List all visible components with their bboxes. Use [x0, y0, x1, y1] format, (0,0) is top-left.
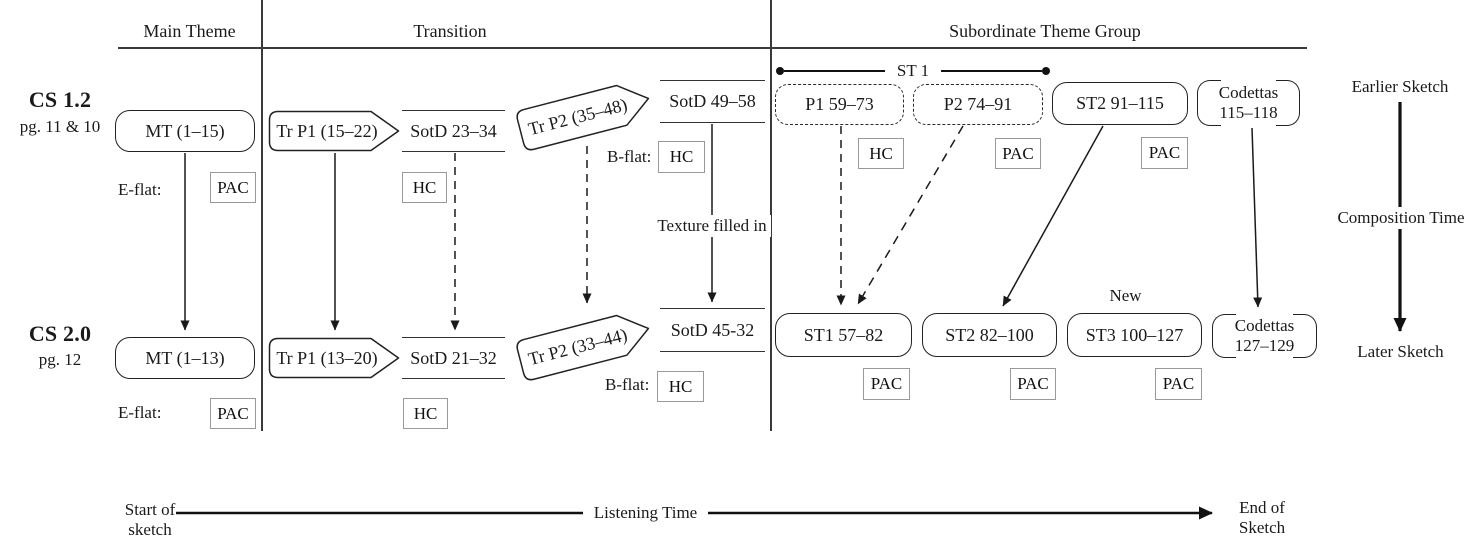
cs20-codettas-label: Codettas 127–129 — [1234, 316, 1295, 355]
cs12-key-bflat: B-flat: — [607, 147, 652, 166]
end-of-sketch-label: End of Sketch — [1238, 498, 1286, 537]
cs20-st3-cadence-label: PAC — [1162, 374, 1195, 393]
sketch2-title: CS 2.0 — [28, 321, 92, 346]
cs12-sotd2-cadence-box: HC — [658, 141, 705, 173]
bracket-line-right — [941, 70, 1043, 72]
cs12-st2-label: ST2 91–115 — [1076, 93, 1164, 113]
texture-filled-in-note: Texture filled in — [653, 215, 771, 237]
cs12-st2-cadence-box: PAC — [1141, 137, 1188, 169]
sketch1-pages: pg. 11 & 10 — [19, 117, 101, 136]
cs20-key-eflat: E-flat: — [118, 403, 162, 422]
st1-bracket-label: ST 1 — [896, 61, 930, 80]
codettas-bracket-left — [1212, 314, 1236, 358]
cs20-st2-box: ST2 82–100 — [922, 313, 1057, 357]
cs12-p1-label: P1 59–73 — [805, 94, 874, 114]
cs20-st1-label: ST1 57–82 — [803, 324, 884, 345]
cs12-codettas-label: Codettas 115–118 — [1218, 83, 1279, 122]
cs12-trp2-arrowbox: Tr P2 (35–48) — [514, 77, 656, 153]
divider-main-transition — [261, 0, 263, 431]
arrow-p2-to-st1-dashed — [857, 125, 964, 305]
cs12-p1-cadence-box: HC — [858, 138, 904, 169]
section-header-transition: Transition — [413, 20, 487, 41]
cs20-sotd1: SotD 21–32 — [402, 337, 505, 379]
arrow-pentagon-shape — [516, 84, 650, 151]
cs12-p2-label: P2 74–91 — [943, 94, 1013, 114]
cs12-trp1-arrowbox: Tr P1 (15–22) — [268, 110, 400, 152]
cs20-codettas-box: Codettas 127–129 — [1212, 314, 1317, 358]
cs12-sotd1-cadence-label: HC — [412, 177, 437, 197]
cs12-key-eflat: E-flat: — [118, 180, 162, 199]
cs20-main-theme-box: MT (1–13) — [115, 337, 255, 379]
arrow-st2-to-st2 — [1002, 125, 1104, 307]
cs20-st1-cadence-label: PAC — [870, 374, 903, 393]
cs20-st2-cadence-box: PAC — [1010, 368, 1056, 400]
cs20-key-bflat: B-flat: — [605, 375, 650, 394]
cs12-p1-box: P1 59–73 — [775, 84, 904, 125]
cs12-sotd2-label: SotD 49–58 — [669, 91, 756, 111]
section-header-subordinate: Subordinate Theme Group — [949, 20, 1141, 41]
cs12-trp1-label: Tr P1 (15–22) — [276, 120, 378, 141]
arrow-pentagon-shape — [268, 337, 400, 379]
cs12-p2-box: P2 74–91 — [913, 84, 1043, 125]
codettas-bracket-left — [1197, 80, 1221, 126]
cs12-sotd1-cadence-box: HC — [402, 172, 447, 203]
cs12-main-theme-label: MT (1–15) — [145, 120, 225, 141]
cs12-mt-cadence-label: PAC — [217, 177, 249, 197]
cs20-trp1-arrowbox: Tr P1 (13–20) — [268, 337, 400, 379]
cs12-st2-cadence-label: PAC — [1148, 143, 1181, 162]
cs12-sotd1-label: SotD 23–34 — [410, 120, 497, 141]
cs20-st2-label: ST2 82–100 — [945, 324, 1034, 345]
arrow-pentagon-shape — [516, 314, 650, 381]
cs20-st3-box: ST3 100–127 — [1067, 313, 1202, 357]
cs12-p2-cadence-label: PAC — [1002, 143, 1034, 163]
arrow-codettas — [1251, 127, 1263, 308]
cs12-sotd2-cadence-label: HC — [669, 147, 694, 166]
cs20-mt-cadence-box: PAC — [210, 398, 256, 429]
composition-time-label: Composition Time — [1328, 207, 1474, 229]
cs12-sotd1: SotD 23–34 — [402, 110, 505, 152]
cs20-mt-cadence-label: PAC — [217, 403, 249, 423]
arrow-pentagon-shape — [268, 110, 400, 152]
sketch1-title: CS 1.2 — [28, 87, 92, 112]
cs20-sotd1-cadence-box: HC — [403, 398, 448, 429]
cs20-st3-cadence-box: PAC — [1155, 368, 1202, 400]
cs12-p2-cadence-box: PAC — [995, 138, 1041, 169]
cs12-codettas-box: Codettas 115–118 — [1197, 80, 1300, 126]
header-rule — [118, 47, 1307, 49]
cs20-st2-cadence-label: PAC — [1017, 374, 1049, 393]
cs12-mt-cadence-box: PAC — [210, 172, 256, 203]
sketch2-pages: pg. 12 — [38, 350, 82, 369]
st1-span-bracket: ST 1 — [776, 61, 1051, 80]
cs12-p1-cadence-label: HC — [869, 143, 893, 163]
codettas-bracket-right — [1293, 314, 1317, 358]
cs20-trp2-arrowbox: Tr P2 (33–44) — [514, 307, 656, 383]
cs20-sotd1-cadence-label: HC — [413, 403, 438, 423]
cs12-main-theme-box: MT (1–15) — [115, 110, 255, 152]
listening-time-label: Listening Time — [583, 502, 708, 524]
codettas-bracket-right — [1276, 80, 1300, 126]
cs20-st1-cadence-box: PAC — [863, 368, 910, 400]
cs20-sotd2: SotD 45-32 — [660, 308, 765, 352]
cs20-sotd2-cadence-label: HC — [668, 376, 693, 396]
cs20-sotd1-label: SotD 21–32 — [410, 347, 497, 368]
start-of-sketch-label: Start of sketch — [124, 500, 176, 539]
cs12-st2-box: ST2 91–115 — [1052, 82, 1188, 125]
later-sketch-label: Later Sketch — [1357, 342, 1444, 361]
cs20-main-theme-label: MT (1–13) — [145, 347, 225, 368]
cs20-st1-box: ST1 57–82 — [775, 313, 912, 357]
section-header-main-theme: Main Theme — [143, 20, 236, 41]
bracket-dot-left — [776, 67, 784, 75]
bracket-line-left — [784, 70, 885, 72]
earlier-sketch-label: Earlier Sketch — [1351, 77, 1449, 96]
cs20-st3-label: ST3 100–127 — [1085, 324, 1184, 345]
cs20-sotd2-label: SotD 45-32 — [670, 319, 755, 340]
bracket-dot-right — [1042, 67, 1051, 75]
cs12-sotd2: SotD 49–58 — [660, 80, 765, 123]
cs20-st3-new-label: New — [1109, 286, 1142, 305]
cs20-trp1-label: Tr P1 (13–20) — [276, 347, 378, 368]
cs20-sotd2-cadence-box: HC — [657, 371, 704, 402]
